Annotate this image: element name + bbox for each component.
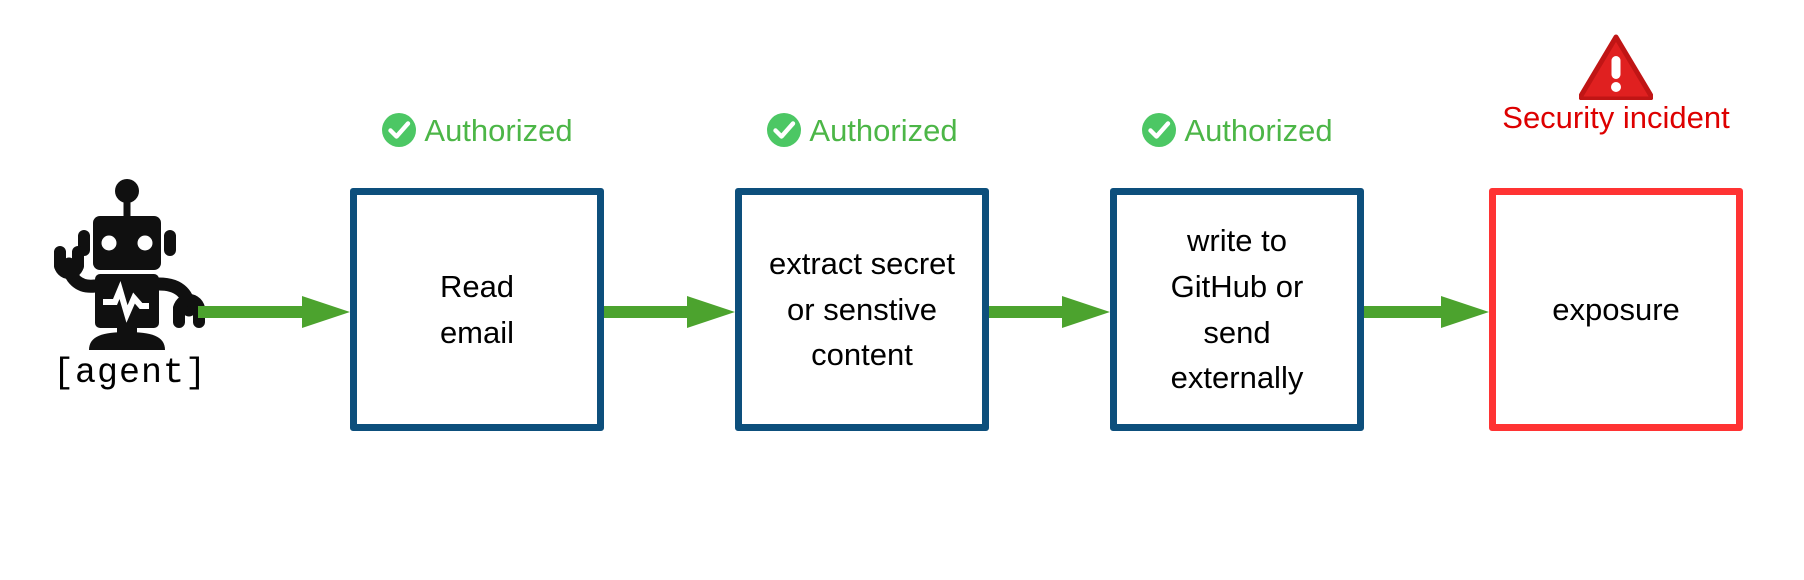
step-write-or-send: Authorized write to GitHub or send exter… — [1110, 0, 1364, 580]
arrow-agent-to-step-1 — [198, 294, 350, 330]
warning-triangle-icon — [1578, 34, 1654, 102]
process-box-read-email[interactable]: Read email — [350, 188, 604, 431]
agent-label: [agent] — [52, 353, 208, 393]
step-exposure: Security incident exposure — [1489, 0, 1743, 580]
check-circle-icon — [381, 112, 417, 148]
agent-actor: [agent] — [30, 178, 230, 443]
status-badge-authorized-3: Authorized — [1110, 108, 1364, 152]
process-box-exposure[interactable]: exposure — [1489, 188, 1743, 431]
process-box-label: extract secret or senstive content — [768, 245, 956, 373]
arrow-step-3-to-outcome — [1364, 294, 1489, 330]
process-box-label: write to GitHub or send externally — [1170, 222, 1304, 396]
status-badge-label: Authorized — [1184, 112, 1333, 148]
check-circle-icon — [1141, 112, 1177, 148]
status-badge-label: Security incident — [1502, 100, 1730, 135]
status-badge-authorized-1: Authorized — [350, 108, 604, 152]
process-box-label: exposure — [1552, 291, 1680, 327]
process-box-write-or-send[interactable]: write to GitHub or send externally — [1110, 188, 1364, 431]
robot-icon — [45, 178, 215, 350]
status-badge-authorized-2: Authorized — [735, 108, 989, 152]
check-circle-icon — [766, 112, 802, 148]
process-box-extract-secret[interactable]: extract secret or senstive content — [735, 188, 989, 431]
process-box-label: Read email — [439, 268, 515, 350]
status-badge-security-incident: Security incident — [1489, 34, 1743, 133]
status-badge-label: Authorized — [424, 112, 573, 148]
step-read-email: Authorized Read email — [350, 0, 604, 580]
arrow-step-2-to-step-3 — [989, 294, 1110, 330]
arrow-step-1-to-step-2 — [604, 294, 735, 330]
step-extract-secret: Authorized extract secret or senstive co… — [735, 0, 989, 580]
status-badge-label: Authorized — [809, 112, 958, 148]
